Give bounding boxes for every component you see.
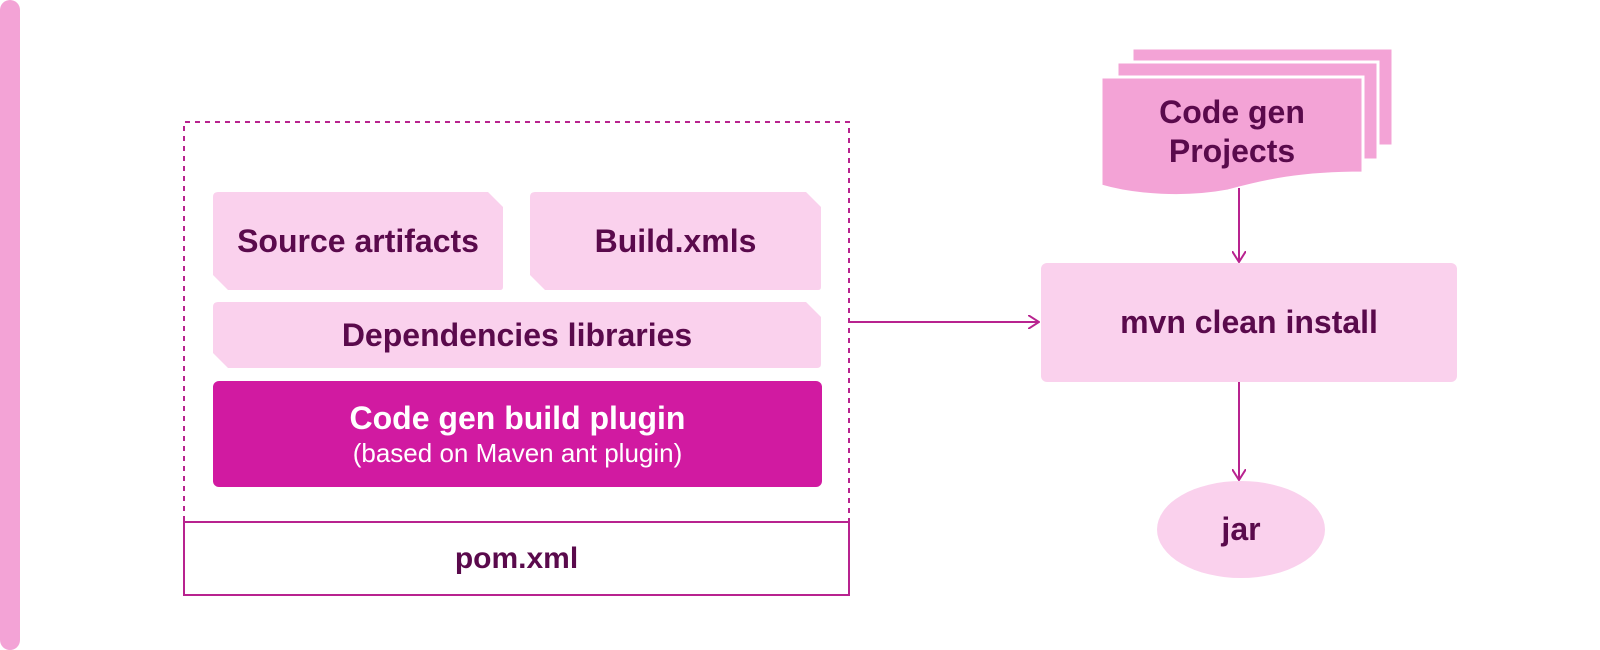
plugin-title: Code gen build plugin xyxy=(349,400,686,436)
source-artifacts-label: Source artifacts xyxy=(237,222,479,259)
dependencies-label: Dependencies libraries xyxy=(341,316,693,353)
source-artifacts-card xyxy=(213,192,503,290)
mvn-clean-install-box xyxy=(1041,263,1457,382)
dependencies-card xyxy=(213,302,821,368)
plugin-subtitle: (based on Maven ant plugin) xyxy=(352,438,683,468)
left-accent-bar xyxy=(0,0,20,650)
build-xmls-card xyxy=(530,192,821,290)
projects-label-line1: Code gen xyxy=(1159,93,1305,130)
code-gen-build-plugin-box: Code gen build plugin (based on Maven an… xyxy=(213,381,822,487)
pom-xml-label: pom.xml xyxy=(454,541,579,575)
projects-label-line2: Projects xyxy=(1168,132,1296,169)
jar-node xyxy=(1157,481,1325,578)
build-xmls-label: Build.xmls xyxy=(594,222,757,259)
projects-document-front xyxy=(1099,75,1365,198)
jar-label: jar xyxy=(1221,511,1261,547)
pom-xml-box xyxy=(183,521,850,596)
mvn-clean-install-label: mvn clean install xyxy=(1120,304,1378,340)
